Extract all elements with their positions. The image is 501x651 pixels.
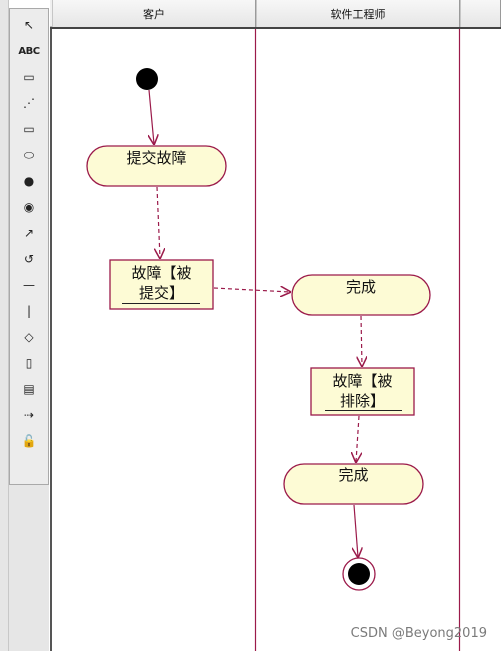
lane-header-engineer[interactable]: 软件工程师 <box>256 0 460 27</box>
text-tool[interactable]: ABC <box>18 45 40 57</box>
object-resolved-shape[interactable] <box>310 367 415 416</box>
lane-header-customer[interactable]: 客户 <box>52 0 256 27</box>
canvas-left-border <box>50 27 52 651</box>
palette-background <box>9 485 49 651</box>
activity-complete-1-shape[interactable] <box>291 274 431 316</box>
object-submitted-shape[interactable] <box>109 259 214 310</box>
final-state-dot <box>348 563 370 585</box>
object-resolved-underline <box>325 410 402 411</box>
transition-icon[interactable]: ↗ <box>23 226 35 240</box>
decision-icon[interactable]: ◇ <box>24 330 34 344</box>
activity-complete-2-shape[interactable] <box>283 463 424 505</box>
left-window-edge <box>0 0 9 651</box>
watermark: CSDN @Beyong2019 <box>350 626 487 641</box>
note-icon[interactable]: ▭ <box>23 70 35 84</box>
vertical-sync-icon[interactable]: | <box>26 304 32 318</box>
activity-icon[interactable]: ⬭ <box>23 147 35 162</box>
activity-submit-label: 提交故障 <box>126 149 187 167</box>
transition-complete-to-final[interactable] <box>354 504 358 557</box>
object-submitted-underline <box>122 303 200 304</box>
final-state-icon[interactable]: ◉ <box>23 200 35 214</box>
object-submitted-label-line1: 故障【被 <box>131 264 192 282</box>
initial-state-icon[interactable]: ● <box>23 174 35 188</box>
transition-start-to-submit[interactable] <box>149 89 154 144</box>
horizontal-sync-icon[interactable]: — <box>23 278 35 292</box>
flow-complete-to-resolved[interactable] <box>361 315 362 366</box>
canvas-top-border <box>50 27 501 29</box>
object-resolved-label-line2: 排除】 <box>339 392 385 410</box>
self-transition-icon[interactable]: ↺ <box>23 252 35 266</box>
flow-submit-to-object[interactable] <box>157 186 160 258</box>
activity-complete-1-label: 完成 <box>345 278 376 296</box>
swimlane-icon[interactable]: ▯ <box>25 356 33 370</box>
activity-complete-2-label: 完成 <box>338 466 369 484</box>
anchor-line-icon[interactable]: ⋰ <box>23 96 35 110</box>
activity-submit-shape[interactable] <box>86 145 227 187</box>
tool-palette: ↖ ABC ▭ ⋰ ▭ ⬭ ● ◉ ↗ ↺ — | ◇ ▯ ▤ ⇢ 🔓 <box>9 8 49 485</box>
object-resolved-label-line1: 故障【被 <box>332 372 393 390</box>
state-icon[interactable]: ▭ <box>23 122 35 136</box>
flow-object-to-complete[interactable] <box>213 288 290 292</box>
lock-icon[interactable]: 🔓 <box>21 434 37 448</box>
pointer-icon[interactable]: ↖ <box>23 18 35 32</box>
object-icon[interactable]: ▤ <box>23 382 35 396</box>
object-flow-icon[interactable]: ⇢ <box>23 408 35 422</box>
object-submitted-label-line2: 提交】 <box>138 284 184 302</box>
flow-resolved-to-complete[interactable] <box>356 415 359 462</box>
initial-state[interactable] <box>136 68 158 90</box>
